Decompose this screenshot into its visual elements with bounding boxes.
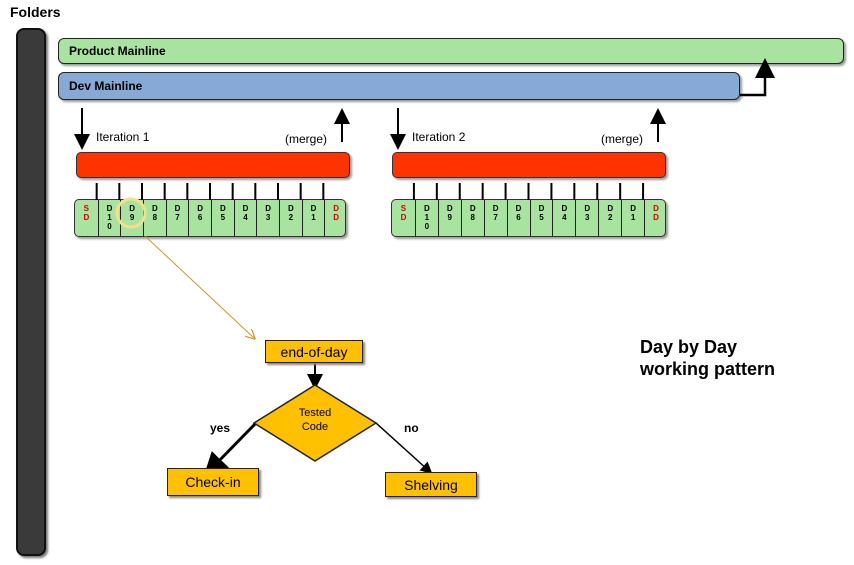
iteration-1-branch[interactable]: [76, 152, 350, 178]
shelving-node[interactable]: Shelving: [385, 472, 477, 497]
folders-title: Folders: [10, 4, 61, 20]
day-cell[interactable]: D 2: [598, 200, 621, 236]
end-of-day-label: end-of-day: [280, 343, 348, 360]
day-cell[interactable]: D 5: [211, 200, 234, 236]
day-cell[interactable]: D 9: [437, 200, 461, 236]
day-cell[interactable]: D 1 0: [414, 200, 438, 236]
day-cell[interactable]: D 7: [483, 200, 507, 236]
decision-diamond: [252, 384, 378, 462]
iteration-1-merge-label: (merge): [285, 132, 328, 146]
folder-tree-panel[interactable]: [16, 28, 46, 556]
iteration-2-branch[interactable]: [392, 152, 666, 178]
heading-line-2: working pattern: [640, 359, 776, 379]
yes-label: yes: [210, 421, 231, 435]
day-cell[interactable]: D 4: [552, 200, 575, 236]
check-in-node[interactable]: Check-in: [167, 468, 259, 496]
day-cell[interactable]: S D: [400, 204, 407, 222]
day-cell[interactable]: D 4: [233, 200, 257, 236]
day-cell[interactable]: S D: [83, 204, 90, 222]
day-cell[interactable]: D 3: [256, 200, 279, 236]
day-cell[interactable]: D 6: [188, 200, 211, 236]
day-cell[interactable]: D 1 0: [97, 200, 121, 236]
day-cell[interactable]: D 8: [460, 200, 484, 236]
decision-label: Tested Code: [298, 407, 332, 433]
end-of-day-node[interactable]: end-of-day: [265, 340, 363, 363]
dev-mainline-label: Dev Mainline: [69, 79, 143, 93]
yes-branch-arrow: [203, 421, 258, 477]
iteration-2-label: Iteration 2: [412, 130, 466, 144]
heading-line-1: Day by Day: [640, 337, 738, 357]
day-highlight-circle: [115, 197, 147, 229]
day-cell[interactable]: D 7: [165, 200, 189, 236]
iteration-2-day-ticks: [412, 183, 645, 200]
dev-merge-arrow: [740, 58, 775, 97]
product-mainline-label: Product Mainline: [69, 44, 166, 58]
iteration-2-merge-label: (merge): [601, 132, 644, 146]
day-cell[interactable]: D D: [324, 200, 347, 236]
day-cell[interactable]: D 9: [120, 200, 143, 236]
day-cell[interactable]: D 6: [506, 200, 530, 236]
shelving-label: Shelving: [404, 476, 458, 493]
day-cell[interactable]: D 1: [301, 200, 325, 236]
dev-mainline-branch[interactable]: Dev Mainline: [58, 72, 740, 100]
day-cell[interactable]: D D: [644, 200, 667, 236]
no-label: no: [404, 421, 419, 435]
check-in-label: Check-in: [185, 474, 241, 490]
iteration-1-label: Iteration 1: [96, 130, 150, 144]
no-branch-arrow: [375, 422, 433, 475]
product-mainline-branch[interactable]: Product Mainline: [58, 38, 844, 64]
day-cell[interactable]: D 1: [621, 200, 644, 236]
day-cell[interactable]: D 3: [575, 200, 598, 236]
day-cell[interactable]: D 2: [279, 200, 302, 236]
day-cell[interactable]: D 5: [529, 200, 553, 236]
zoom-pointer-arrow: [144, 235, 254, 338]
iteration-1-day-ticks: [95, 183, 325, 200]
